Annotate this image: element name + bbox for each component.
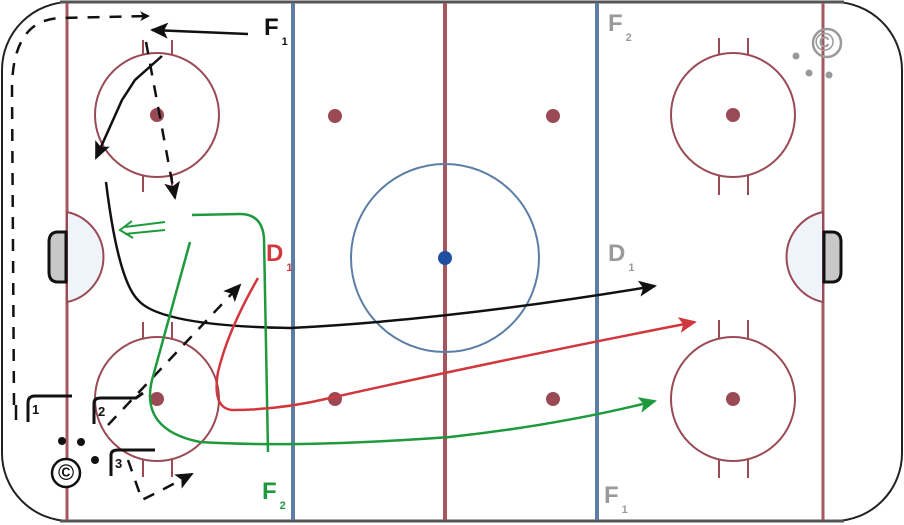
label-letter: D (608, 240, 626, 267)
neutral-dot (546, 392, 560, 406)
coach-icon-left (50, 457, 82, 489)
coach-label-left: © (58, 460, 75, 485)
label-sub: 1 (286, 262, 293, 274)
cone-3-label: 3 (115, 456, 123, 471)
center-faceoff-dot (438, 251, 452, 265)
coach-label-right: © (815, 27, 835, 57)
puck (792, 52, 800, 60)
path-dashed-pass-mid (107, 283, 242, 426)
cone-2 (92, 391, 144, 424)
puck (825, 71, 833, 79)
center-circle (350, 163, 540, 353)
label-sub: 2 (625, 32, 632, 44)
label-letter: F (608, 10, 623, 37)
faceoff-circle-bottom-right (670, 320, 796, 478)
label-d1-right: D1 (608, 240, 634, 274)
puck (58, 437, 66, 445)
net-left (47, 230, 68, 284)
coach-icon-right (811, 27, 843, 59)
neutral-dot (328, 109, 342, 123)
cone-2-label: 2 (98, 404, 106, 419)
puck (77, 438, 85, 446)
label-sub: 1 (628, 262, 635, 274)
label-f2-top-right: F2 (608, 10, 632, 44)
label-letter: F (264, 14, 279, 41)
puck (91, 456, 99, 464)
label-sub: 2 (279, 500, 286, 512)
label-letter: D (266, 240, 284, 267)
label-letter: F (262, 478, 277, 505)
faceoff-circle-top-right (670, 38, 796, 195)
path-black-long (104, 181, 657, 330)
cone-1-label: 1 (32, 402, 40, 417)
label-f2-bottom: F2 (262, 478, 286, 512)
net-right (822, 230, 843, 284)
path-green-loop (191, 212, 270, 453)
crease-left (66, 210, 105, 304)
label-sub: 1 (281, 36, 288, 48)
path-skate-top (94, 55, 163, 160)
path-red-d1 (215, 277, 697, 412)
label-sub: 1 (621, 504, 628, 516)
puck (805, 69, 813, 77)
cone-1 (14, 394, 72, 422)
label-letter: F (604, 482, 619, 509)
path-green-long (148, 241, 657, 446)
label-f1-bottom-right: F1 (604, 482, 628, 516)
path-dashed-cone3 (126, 459, 194, 502)
path-green-pass-back (124, 221, 166, 228)
neutral-dot (546, 109, 560, 123)
path-f1-pass (150, 22, 249, 39)
crease-right (785, 210, 824, 304)
label-d1-left: D1 (266, 240, 292, 274)
cone-3 (109, 448, 155, 476)
label-f1-top: F1 (264, 14, 288, 48)
path-dashed-pass-top (144, 41, 180, 200)
